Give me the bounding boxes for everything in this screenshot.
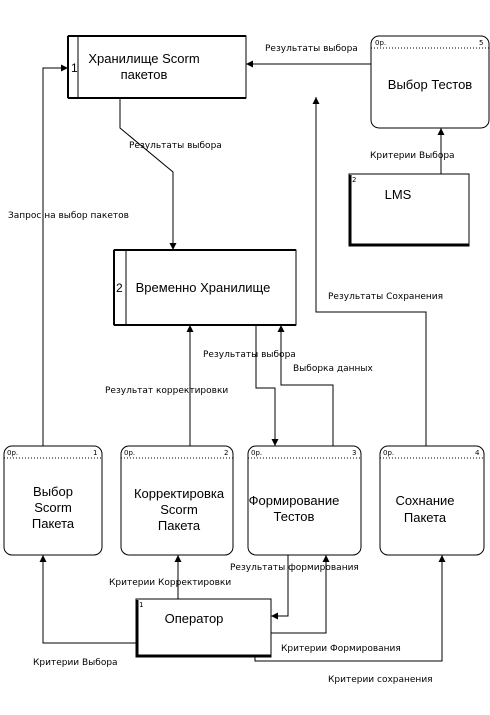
process-name-line1: Выбор bbox=[33, 484, 73, 499]
store-name-line2: пакетов bbox=[121, 67, 168, 82]
flow-label-formation-criteria: Критерии Формирования bbox=[281, 644, 401, 654]
flow-arrow-package-request bbox=[42, 64, 68, 446]
process-prefix: 0р. bbox=[124, 449, 135, 457]
process-correct-scorm[interactable]: 0р. 2 Корректировка Scorm Пакета bbox=[120, 445, 234, 556]
entity-frame bbox=[135, 598, 272, 658]
flow-arrow-save-criteria bbox=[254, 555, 446, 662]
process-number: 3 bbox=[352, 449, 356, 457]
external-operator[interactable]: 1 Оператор bbox=[135, 598, 272, 658]
store-name: Временно Хранилище bbox=[136, 280, 271, 295]
process-number: 1 bbox=[93, 449, 97, 457]
data-store-scorm[interactable]: 1 Хранилище Scorm пакетов bbox=[67, 35, 247, 99]
flow-label-save-criteria: Критерии сохранения bbox=[328, 675, 433, 685]
store-name-line1: Хранилище Scorm bbox=[88, 51, 199, 66]
process-name-line2: Пакета bbox=[404, 510, 447, 525]
process-name-line2: Scorm bbox=[160, 502, 198, 517]
process-name: Выбор Тестов bbox=[388, 77, 473, 92]
flow-label-package-request: Запрос на выбор пакетов bbox=[8, 211, 129, 221]
flow-label-temp-to-form: Результаты выбора bbox=[203, 350, 296, 360]
process-frame bbox=[379, 445, 485, 556]
flow-label-select-results-top: Результаты выбора bbox=[265, 44, 358, 54]
flow-arrow-formation-criteria bbox=[271, 555, 330, 634]
process-form-tests[interactable]: 0р. 3 Формирование Тестов bbox=[247, 445, 362, 556]
process-name-line2: Scorm bbox=[34, 500, 72, 515]
process-name-line1: Сохнание bbox=[395, 493, 454, 508]
entity-frame bbox=[348, 173, 470, 247]
process-prefix: 0р. bbox=[383, 449, 394, 457]
process-name-line2: Тестов bbox=[274, 509, 315, 524]
flow-label-lms-criteria: Критерии Выбора bbox=[370, 151, 455, 161]
flow-label-store-to-temp: Результаты выбора bbox=[129, 141, 222, 151]
flow-arrow-temp-to-form bbox=[255, 325, 279, 446]
process-name-line3: Пакета bbox=[32, 516, 75, 531]
data-store-temp[interactable]: 2 Временно Хранилище bbox=[113, 249, 297, 326]
entity-number: 2 bbox=[352, 176, 356, 184]
store-frame bbox=[67, 35, 247, 99]
store-number: 1 bbox=[71, 61, 78, 75]
flow-label-data-selection: Выборка данных bbox=[293, 364, 373, 374]
process-number: 4 bbox=[475, 449, 480, 457]
process-select-scorm[interactable]: 0р. 1 Выбор Scorm Пакета bbox=[3, 445, 103, 556]
process-prefix: 0р. bbox=[251, 449, 262, 457]
process-prefix: 0р. bbox=[7, 449, 18, 457]
process-frame bbox=[370, 35, 490, 129]
flow-arrow-formation-results bbox=[271, 555, 289, 620]
process-frame bbox=[3, 445, 103, 556]
flow-label-selection-criteria: Критерии Выбора bbox=[33, 658, 118, 668]
process-save-package[interactable]: 0р. 4 Сохнание Пакета bbox=[379, 445, 485, 556]
entity-name: Оператор bbox=[165, 611, 224, 626]
process-number: 5 bbox=[479, 39, 483, 47]
process-select-tests[interactable]: 0р. 5 Выбор Тестов bbox=[370, 35, 490, 129]
flow-arrow-data-selection bbox=[277, 325, 334, 446]
flow-label-correction-result: Результат корректировки bbox=[105, 386, 228, 396]
flow-label-formation-results: Результаты формирования bbox=[230, 563, 359, 573]
flow-arrow-selection-criteria bbox=[39, 555, 136, 644]
process-number: 2 bbox=[224, 449, 228, 457]
flow-label-correction-criteria: Критерии Корректировки bbox=[109, 578, 231, 588]
process-frame bbox=[247, 445, 362, 556]
flow-label-save-results: Результаты Сохранения bbox=[328, 292, 443, 302]
process-name-line1: Формирование bbox=[249, 493, 340, 508]
process-prefix: 0р. bbox=[375, 39, 386, 47]
store-number: 2 bbox=[116, 281, 123, 295]
flow-arrow-store-to-temp bbox=[119, 98, 177, 250]
entity-number: 1 bbox=[139, 601, 143, 609]
process-name-line1: Корректировка bbox=[134, 486, 225, 501]
process-name-line3: Пакета bbox=[158, 518, 201, 533]
external-lms[interactable]: 2 LMS bbox=[348, 173, 470, 247]
entity-name: LMS bbox=[385, 187, 412, 202]
flow-arrow-save-results bbox=[312, 97, 427, 446]
